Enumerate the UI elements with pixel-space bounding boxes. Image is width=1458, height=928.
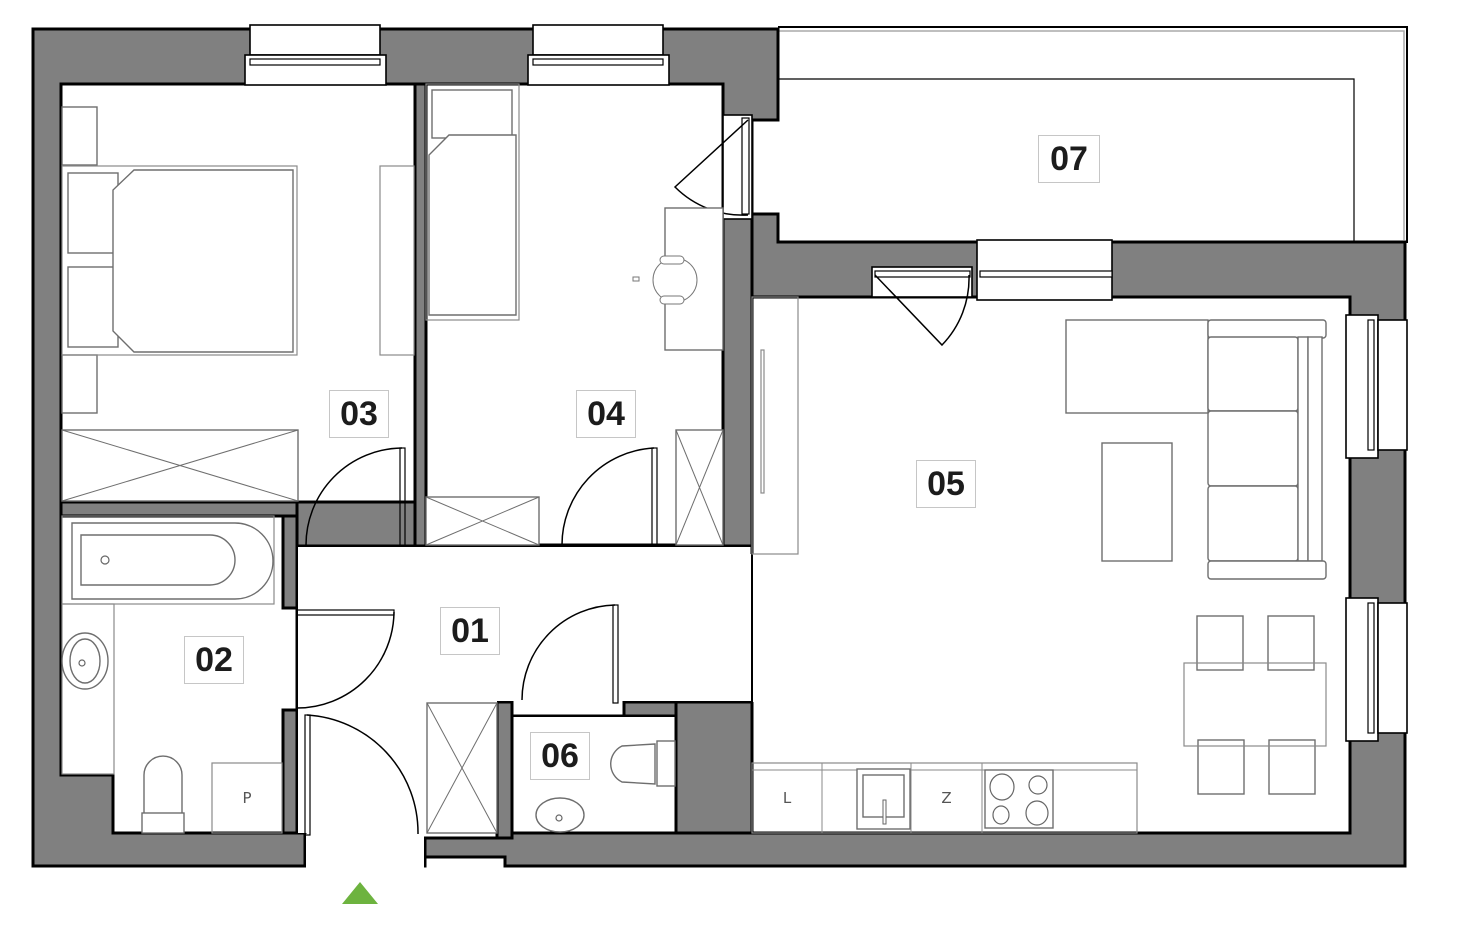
sofa-icon <box>1065 319 1327 580</box>
dining-table-icon <box>1183 615 1327 795</box>
wc-06-furniture <box>535 740 676 833</box>
wardrobe-04a <box>425 496 540 546</box>
room-label-07: 07 <box>1038 135 1100 183</box>
hallway-wardrobe <box>426 702 498 834</box>
cooktop-icon <box>984 769 1054 829</box>
living-05-furniture <box>751 296 1327 834</box>
doors <box>296 119 970 836</box>
bedroom-04-furniture <box>425 83 724 546</box>
dishwasher-label: L <box>782 789 792 807</box>
windows <box>244 24 1408 742</box>
room-label-03: 03 <box>329 390 389 438</box>
wardrobe-04b <box>675 429 724 546</box>
room-label-04: 04 <box>576 390 636 438</box>
room-label-06: 06 <box>530 732 590 780</box>
room-label-01: 01 <box>440 607 500 655</box>
entrance-triangle-icon <box>342 882 378 904</box>
kitchen-counter <box>751 762 1138 834</box>
bathroom-02-furniture <box>61 515 283 834</box>
room-label-02: 02 <box>184 636 244 684</box>
fridge-label: Z <box>941 789 952 807</box>
office-chair-icon <box>632 255 698 305</box>
room-label-05: 05 <box>916 460 976 508</box>
wardrobe-03 <box>61 429 299 502</box>
washing-machine-label: P <box>242 789 252 807</box>
bedroom-03-furniture <box>61 106 415 502</box>
